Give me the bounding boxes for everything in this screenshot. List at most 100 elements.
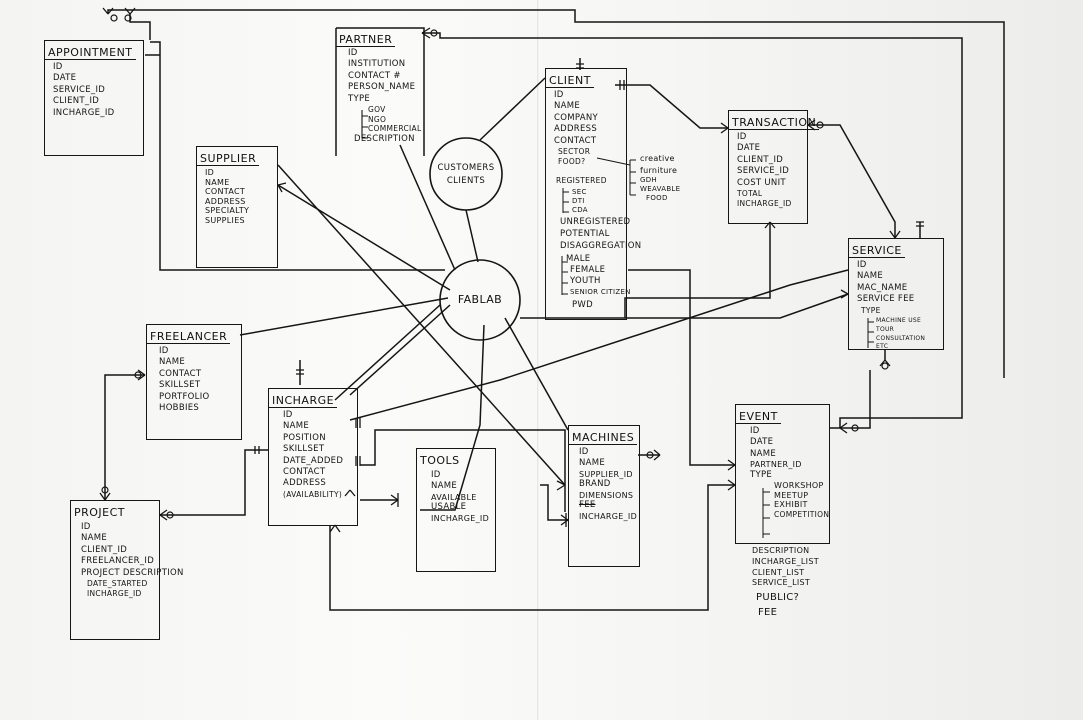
entity-title: PARTNER — [336, 32, 396, 47]
page-fold — [537, 0, 540, 720]
attribute: ID — [554, 90, 564, 100]
client-potential: POTENTIAL — [560, 229, 610, 239]
entity-partner[interactable]: PARTNER ID INSTITUTION CONTACT # PERSON_… — [336, 28, 422, 156]
client-female: FEMALE — [570, 265, 606, 275]
client-sec: SEC — [572, 188, 587, 196]
partner-type-bracket — [361, 110, 368, 139]
entity-event[interactable]: EVENT ID DATE NAME PARTNER_ID TYPE WORKS… — [735, 404, 830, 544]
attribute: ID — [205, 168, 215, 177]
line-project-incharge — [160, 449, 268, 516]
entity-title: FREELANCER — [147, 329, 231, 344]
line-supplier-fablab — [277, 184, 451, 291]
attribute: INCHARGE_ID — [87, 588, 142, 598]
entity-incharge[interactable]: INCHARGE ID NAME POSITION SKILLSET DATE_… — [268, 388, 358, 526]
attribute: USABLE — [431, 502, 467, 513]
attribute-list: ID INSTITUTION CONTACT # PERSON_NAME TYP… — [336, 47, 422, 145]
attribute-list: ID NAME COMPANY ADDRESS CONTACT SECTOR F… — [546, 88, 626, 166]
customers-circle — [429, 137, 503, 211]
entity-transaction[interactable]: TRANSACTION ID DATE CLIENT_ID SERVICE_ID… — [728, 110, 820, 224]
entity-title: TRANSACTION — [729, 115, 820, 130]
client-male: MALE — [566, 254, 591, 264]
attribute: ID — [579, 447, 589, 457]
attribute: ID — [737, 132, 747, 142]
entity-client[interactable]: CLIENT ID NAME COMPANY ADDRESS CONTACT S… — [545, 68, 627, 320]
attribute: (AVAILABILITY) — [283, 489, 343, 499]
disaggregation-bracket — [561, 256, 568, 295]
entity-appointment[interactable]: APPOINTMENT ID DATE SERVICE_ID CLIENT_ID… — [44, 40, 144, 156]
attribute: INCHARGE_ID — [431, 513, 490, 523]
attribute-list: ID NAME AVAILABLE USABLE INCHARGE_ID — [417, 468, 495, 523]
attribute: ID — [431, 470, 441, 480]
attribute: POSITION — [283, 432, 326, 443]
sector-food: FOOD — [646, 194, 668, 202]
attribute: TOTAL — [737, 189, 763, 199]
attribute: SECTOR — [558, 147, 591, 157]
service-etc: ETC — [876, 343, 889, 350]
line-client-transaction — [615, 84, 728, 129]
attribute: PROJECT DESCRIPTION — [81, 567, 184, 578]
entity-title: CLIENT — [546, 73, 594, 88]
optional-circles — [101, 14, 889, 519]
client-registered: REGISTERED — [556, 176, 607, 185]
attribute: CONTACT — [205, 187, 246, 196]
attribute: NAME — [431, 481, 458, 492]
line-client-customers — [479, 77, 546, 141]
crows-foot-markers — [99, 7, 901, 533]
line-client-event — [628, 269, 735, 466]
attribute: CLIENT_ID — [53, 96, 100, 107]
attribute: COMPANY — [554, 112, 599, 123]
frame-line-appointment-service — [129, 14, 151, 40]
attribute: ADDRESS — [554, 124, 598, 135]
attribute-list: ID DATE SERVICE_ID CLIENT_ID INCHARGE_ID — [45, 60, 143, 119]
event-incharge-list: INCHARGE_LIST — [752, 557, 819, 566]
line-transaction-fablab — [624, 222, 771, 318]
partner-border — [335, 27, 425, 156]
entity-machines[interactable]: MACHINES ID NAME SUPPLIER_ID BRAND DIMEN… — [568, 425, 640, 567]
entity-tools[interactable]: TOOLS ID NAME AVAILABLE USABLE INCHARGE_… — [416, 448, 496, 572]
attribute: ID — [283, 410, 293, 420]
attribute: INSTITUTION — [348, 59, 406, 70]
attribute: SERVICE_ID — [53, 84, 106, 95]
line-machines-bottom — [540, 484, 568, 521]
attribute-list: ID NAME CONTACT ADDRESS SPECIALTY SUPPLI… — [197, 166, 277, 225]
entity-supplier[interactable]: SUPPLIER ID NAME CONTACT ADDRESS SPECIAL… — [196, 146, 278, 268]
line-event-right — [830, 370, 871, 429]
attribute: CONTACT — [554, 135, 597, 146]
attribute: ID — [857, 260, 867, 270]
attribute: BRAND — [579, 479, 611, 490]
attribute: NAME — [857, 271, 884, 282]
entity-project[interactable]: PROJECT ID NAME CLIENT_ID FREELANCER_ID … — [70, 500, 184, 640]
entity-service[interactable]: SERVICE ID NAME MAC_NAME SERVICE FEE TYP… — [848, 238, 944, 350]
line-tools-machines — [329, 484, 735, 611]
attribute: CLIENT_ID — [737, 154, 784, 165]
attribute: NAME — [554, 101, 581, 112]
attribute: DATE — [53, 73, 77, 84]
attribute: CONTACT # — [348, 70, 401, 81]
attribute: NAME — [159, 357, 186, 368]
attribute-list: ID NAME CONTACT SKILLSET PORTFOLIO HOBBI… — [147, 344, 241, 414]
attribute: FREELANCER_ID — [81, 556, 155, 567]
entity-freelancer[interactable]: FREELANCER ID NAME CONTACT SKILLSET PORT… — [146, 324, 242, 440]
attribute-list: ID NAME MAC_NAME SERVICE FEE TYPE — [849, 258, 943, 315]
attribute: FOOD? — [558, 156, 586, 166]
attribute: SPECIALTY — [205, 206, 250, 215]
event-public: PUBLIC? — [756, 592, 800, 603]
attribute: ID — [348, 48, 358, 58]
attribute: NAME — [750, 448, 777, 459]
attribute: SKILLSET — [283, 444, 325, 455]
attribute: SUPPLIER_ID — [579, 469, 633, 479]
attribute: CLIENT_ID — [81, 544, 128, 555]
attribute: INCHARGE_ID — [579, 511, 638, 521]
attribute: DIMENSIONS — [579, 490, 634, 500]
client-youth: YOUTH — [570, 276, 601, 286]
line-freelancer-project — [104, 374, 145, 500]
attribute: NAME — [283, 421, 310, 432]
attribute: SERVICE FEE — [857, 294, 915, 305]
attribute: MEETUP — [774, 490, 809, 500]
client-pwd: PWD — [572, 300, 593, 310]
line-supplier-machines — [277, 164, 566, 486]
attribute-list: ID NAME CLIENT_ID FREELANCER_ID PROJECT … — [71, 520, 184, 598]
service-tour: TOUR — [876, 326, 895, 333]
client-senior: SENIOR CITIZEN — [570, 288, 631, 296]
